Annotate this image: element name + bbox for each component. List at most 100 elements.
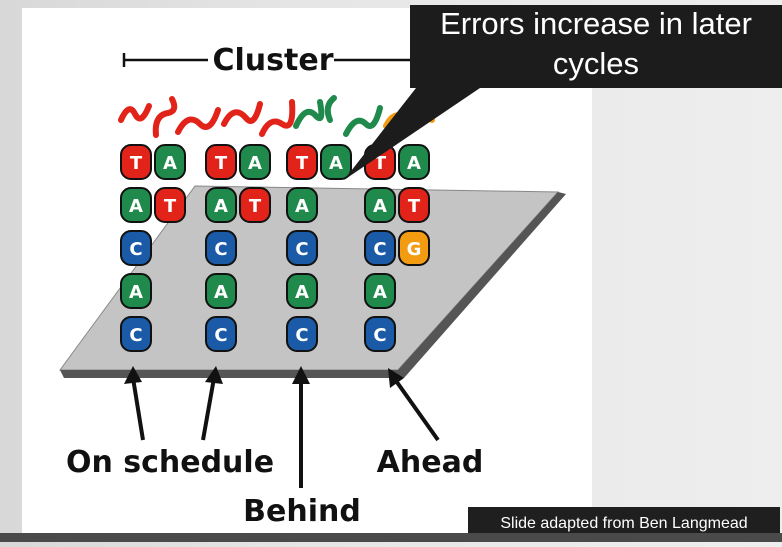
callout-line-2: cycles [553, 46, 639, 81]
base-pill [205, 144, 237, 180]
base-on-schedule-l2: C [120, 230, 152, 266]
base-ahead-r2: G [398, 230, 430, 266]
base-letter: C [214, 325, 227, 346]
base-pill [239, 187, 271, 223]
arrow-head-3 [292, 366, 310, 384]
base-on-schedule-2-l2: C [205, 230, 237, 266]
base-pill [120, 230, 152, 266]
base-pill [364, 273, 396, 309]
base-pill [120, 144, 152, 180]
callout-line-1: Errors increase in later [440, 6, 752, 41]
base-letter: A [373, 282, 387, 303]
base-letter: C [295, 325, 308, 346]
base-pill [205, 230, 237, 266]
base-pill [120, 187, 152, 223]
arrow-on-schedule-2 [201, 377, 216, 441]
base-pill [205, 273, 237, 309]
base-letter: A [214, 196, 228, 217]
callout-box [344, 5, 782, 180]
base-on-schedule-l3: A [120, 273, 152, 309]
base-pill [364, 187, 396, 223]
base-pill [286, 230, 318, 266]
base-pill [398, 230, 430, 266]
base-pill [154, 144, 186, 180]
arrow-head-1 [124, 366, 142, 384]
base-pill [239, 144, 271, 180]
base-letter: A [129, 196, 143, 217]
base-behind-l4: C [286, 316, 318, 352]
base-letter: C [214, 239, 227, 260]
base-letter: A [373, 196, 387, 217]
base-on-schedule-2-l4: C [205, 316, 237, 352]
base-pill [320, 144, 352, 180]
base-on-schedule-l4: C [120, 316, 152, 352]
base-letter: T [249, 196, 262, 217]
label-ahead: Ahead [377, 445, 484, 480]
base-ahead-l3: A [364, 273, 396, 309]
base-pill [205, 187, 237, 223]
base-behind-l0: T [286, 144, 318, 180]
base-pill [286, 187, 318, 223]
base-behind-r0: A [320, 144, 352, 180]
base-pill [286, 316, 318, 352]
base-letter: T [408, 196, 421, 217]
base-pill [120, 316, 152, 352]
base-on-schedule-2-l0: T [205, 144, 237, 180]
base-letter: A [214, 282, 228, 303]
base-pill [154, 187, 186, 223]
tail-red-2 [152, 96, 178, 138]
base-letter: A [129, 282, 143, 303]
base-on-schedule-2-l3: A [205, 273, 237, 309]
base-pill [364, 316, 396, 352]
arrow-head-4 [388, 368, 404, 388]
base-letter: C [129, 325, 142, 346]
base-letter: T [296, 153, 309, 174]
base-pill [398, 187, 430, 223]
base-letter: A [407, 153, 421, 174]
base-behind-l3: A [286, 273, 318, 309]
base-letter: T [374, 153, 387, 174]
base-on-schedule-l1: A [120, 187, 152, 223]
tail-green-1 [293, 99, 325, 129]
arrow-on-schedule-1 [131, 377, 145, 441]
base-ahead-r1: T [398, 187, 430, 223]
arrow-head-2 [205, 366, 223, 384]
tail-red-3 [175, 107, 221, 135]
base-on-schedule-l0: T [120, 144, 152, 180]
base-pill [120, 273, 152, 309]
base-letter: C [295, 239, 308, 260]
base-pill [364, 230, 396, 266]
tail-green-3 [343, 105, 383, 137]
tail-green-2 [324, 95, 337, 123]
label-behind: Behind [243, 494, 361, 529]
plate-edge-front [60, 370, 398, 378]
base-pill [286, 273, 318, 309]
arrow-ahead [392, 376, 440, 442]
base-letter: A [295, 282, 309, 303]
base-letter: G [407, 239, 422, 260]
cluster-label: Cluster [213, 43, 334, 78]
base-behind-l2: C [286, 230, 318, 266]
base-on-schedule-r0: A [154, 144, 186, 180]
base-ahead-l2: C [364, 230, 396, 266]
base-letter: T [164, 196, 177, 217]
base-on-schedule-2-r1: T [239, 187, 271, 223]
base-letter: C [373, 239, 386, 260]
base-ahead-r0: A [398, 144, 430, 180]
base-ahead-l1: A [364, 187, 396, 223]
plate-edge-side [398, 192, 566, 378]
base-ahead-l4: C [364, 316, 396, 352]
tail-red-1 [118, 103, 152, 123]
base-on-schedule-r1: T [154, 187, 186, 223]
base-pill [205, 316, 237, 352]
base-letter: T [215, 153, 228, 174]
base-pill [286, 144, 318, 180]
base-letter: A [163, 153, 177, 174]
arrows [124, 366, 440, 488]
label-on-schedule: On schedule [66, 445, 274, 480]
bottom-strip [0, 533, 782, 542]
base-letter: A [295, 196, 309, 217]
